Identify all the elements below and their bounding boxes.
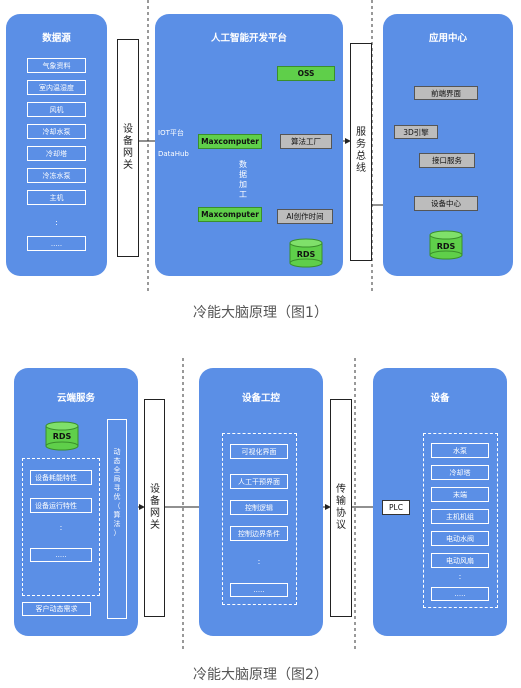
caption-diagram-2: 冷能大脑原理（图2） [193,667,328,683]
control-more: ..... [230,583,288,597]
datasource-item: 主机 [27,190,86,205]
devices-title: 设备 [430,393,450,404]
control-item: 控制边界条件 [230,526,288,541]
oss-box: OSS [277,66,335,81]
control-items-group [222,433,297,605]
datasource-item: 冷却水泵 [27,124,86,139]
device-item: 电动水阀 [431,531,489,546]
cloud-feature-item: 设备耗能特性 [30,470,92,485]
control-ellipsis: : [257,557,261,566]
datahub-label: DataHub [158,150,189,158]
datasource-panel: 数据源 气象资料 室内温湿度 风机 冷却水泵 冷却塔 冷冻水泵 主机 : ...… [6,14,107,276]
device-gateway-label: 设备网关 [150,484,160,531]
device-gateway-box [144,399,165,617]
api-service-box: 接口服务 [419,153,475,168]
device-gateway-label: 设备网关 [123,124,133,171]
cloud-more: ..... [30,548,92,562]
rds-label: RDS [436,242,456,251]
maxcomputer-top-box: Maxcomputer [198,134,262,149]
device-item: 水泵 [431,443,489,458]
datasource-more: ..... [27,236,86,251]
optimizer-box [107,419,127,619]
transport-protocol-box [330,399,352,617]
service-bus-box [350,43,372,261]
cloud-features-group [22,458,100,596]
device-items-group [423,433,498,608]
datasource-item: 室内温湿度 [27,80,86,95]
control-item: 控制逻辑 [230,500,288,515]
device-item: 末端 [431,487,489,502]
control-item: 人工干预界面 [230,474,288,489]
maxcomputer-bottom-box: Maxcomputer [198,207,262,222]
algorithm-factory-box: 算法工厂 [280,134,332,149]
transport-protocol-label: 传输协议 [336,484,346,531]
datasource-item: 风机 [27,102,86,117]
data-process-label: 数据加工 [239,160,247,199]
datasource-item: 气象资料 [27,58,86,73]
device-item: 主机机组 [431,509,489,524]
cloud-service-panel: 云端服务 [14,368,138,636]
datasource-item: 冷冻水泵 [27,168,86,183]
3d-engine-box: 3D引擎 [394,125,438,139]
datasource-ellipsis: : [55,218,58,227]
datasource-title: 数据源 [42,33,71,44]
device-more: ..... [431,587,489,601]
plc-box: PLC [382,500,410,515]
device-control-panel: 设备工控 [199,368,323,636]
device-gateway-box [117,39,139,257]
customer-demand-box: 客户动态需求 [22,602,91,616]
iot-platform-label: IOT平台 [158,129,184,137]
caption-diagram-1: 冷能大脑原理（图1） [193,305,328,321]
control-item: 可视化界面 [230,444,288,459]
rds-cylinder-icon [289,238,323,268]
device-item: 冷却塔 [431,465,489,480]
datasource-item: 冷却塔 [27,146,86,161]
rds-cylinder-icon [429,230,463,260]
optimizer-label: 动态全局寻优（算法） [113,448,121,537]
ai-platform-title: 人工智能开发平台 [210,33,287,44]
device-item: 电动风扇 [431,553,489,568]
ai-time-box: AI创作时间 [277,209,333,224]
rds-label: RDS [52,432,72,441]
device-center-box: 设备中心 [414,196,478,211]
frontend-box: 前端界面 [414,86,478,100]
device-ellipsis: : [458,572,462,581]
rds-label: RDS [296,250,316,259]
cloud-service-title: 云端服务 [56,393,95,404]
rds-cylinder-icon [45,421,79,451]
service-bus-label: 服务总线 [356,127,366,174]
cloud-ellipsis: : [59,523,63,532]
cloud-feature-item: 设备运行特性 [30,498,92,513]
device-control-title: 设备工控 [241,393,280,404]
app-center-title: 应用中心 [428,33,467,44]
